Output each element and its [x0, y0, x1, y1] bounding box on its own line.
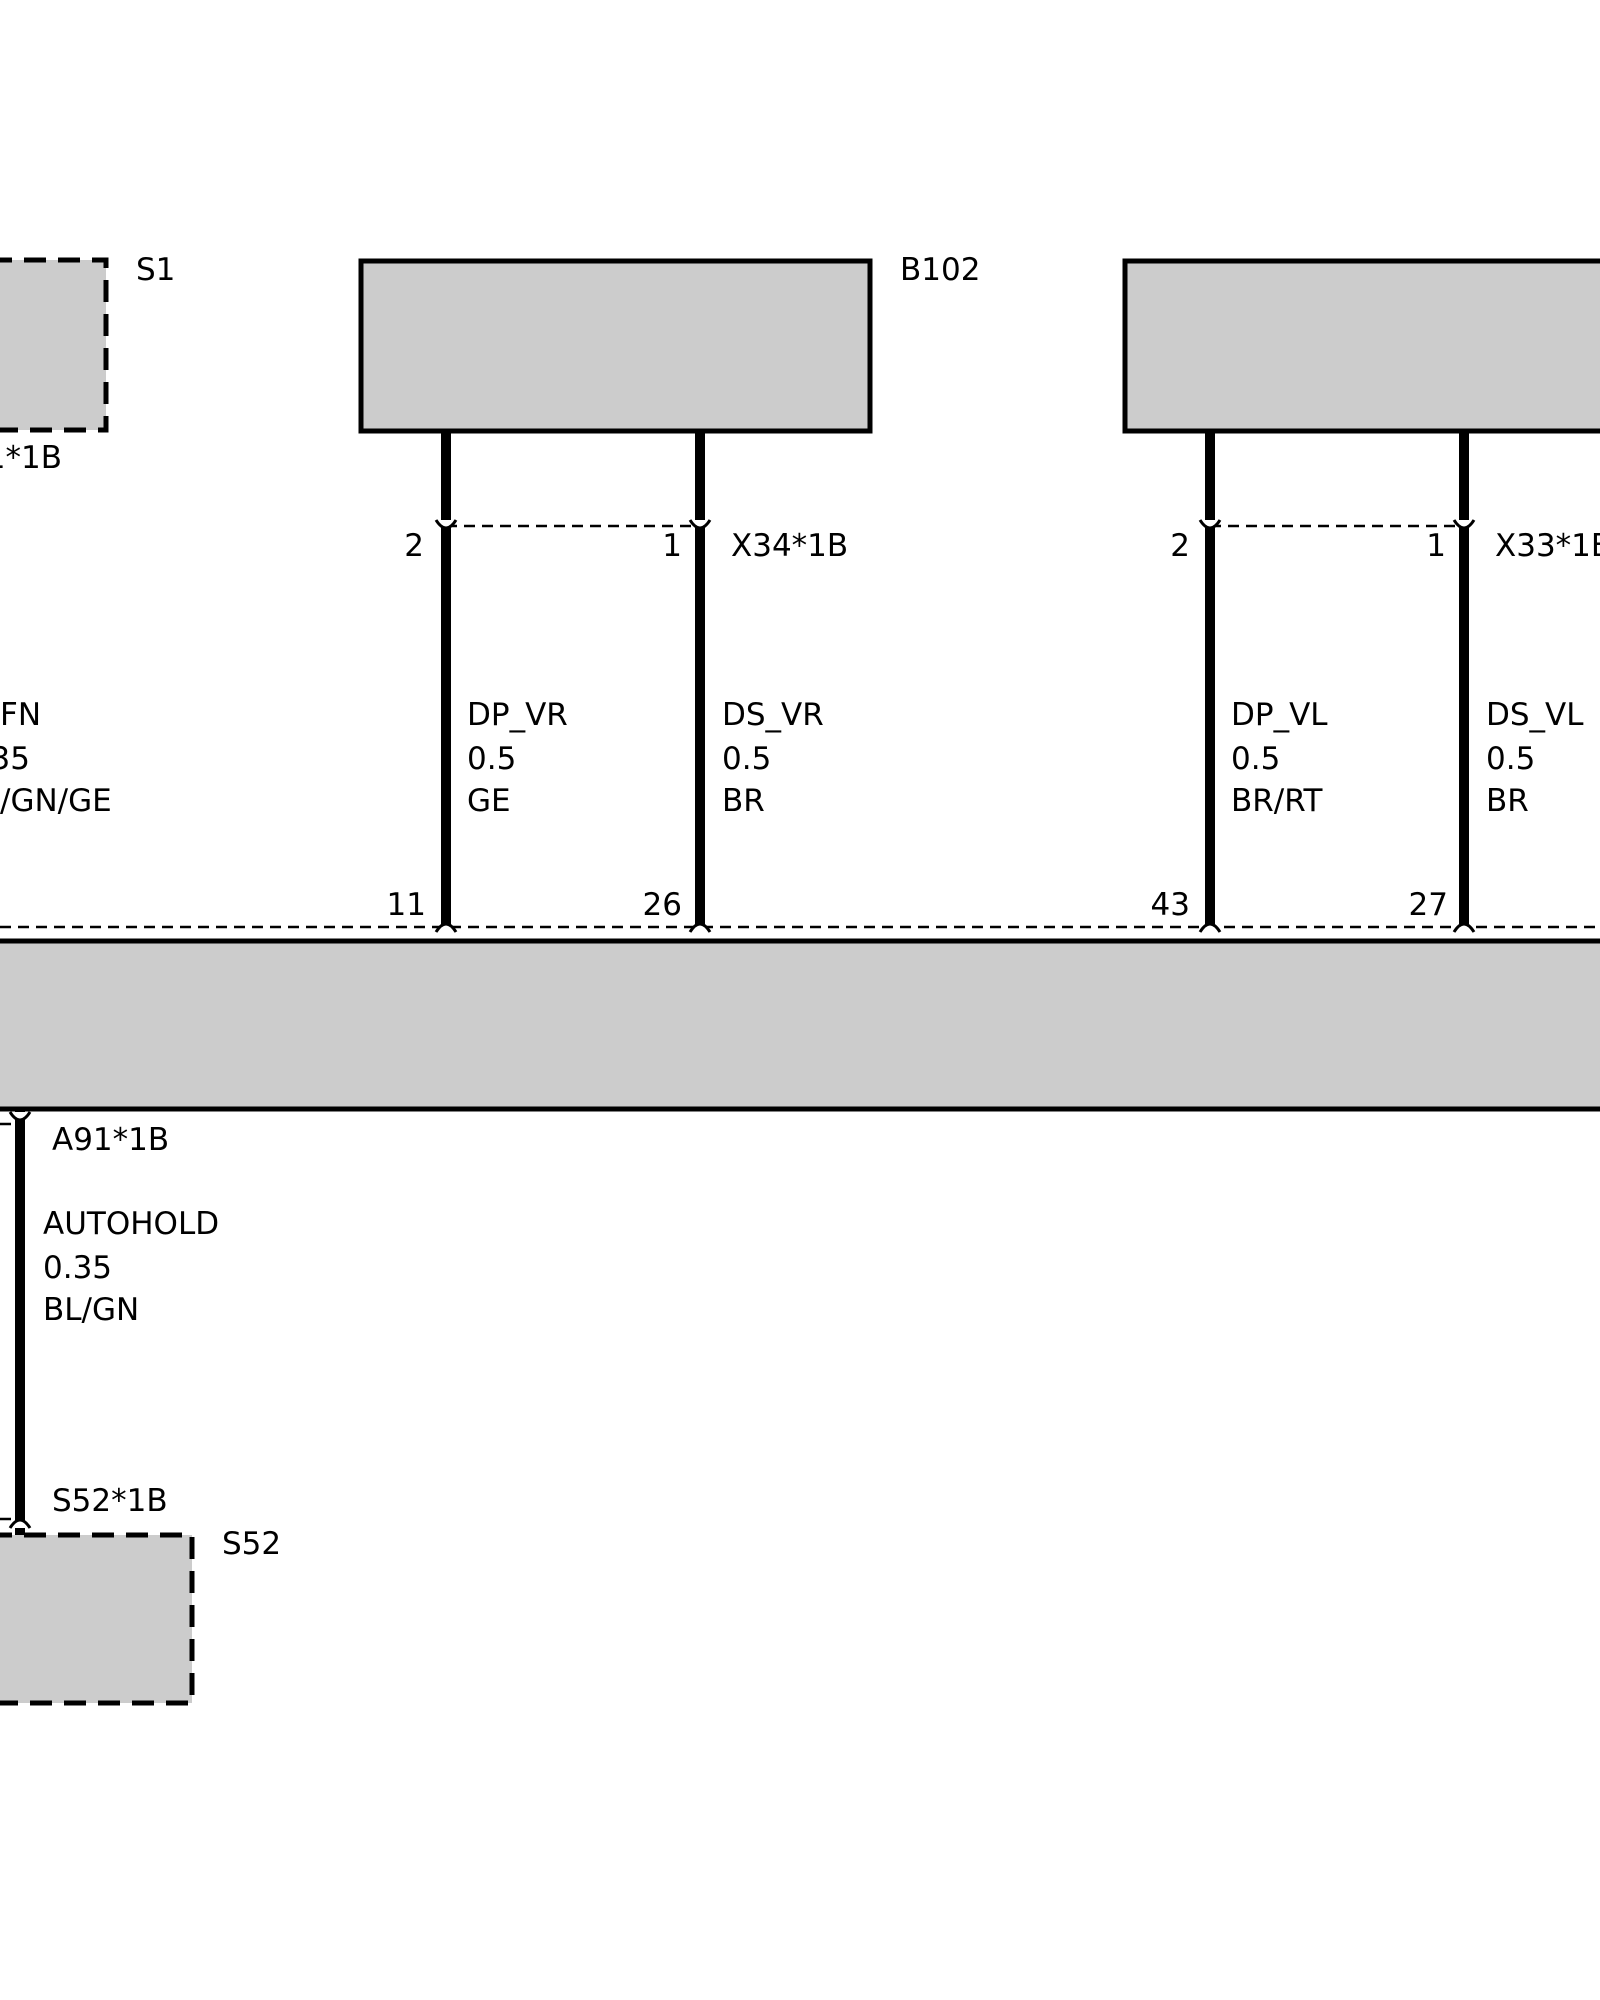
- wire-dp-vr-size: 0.5: [467, 741, 516, 777]
- wire-ds-vl-name: DS_VL: [1486, 697, 1584, 733]
- pin-marker: [434, 519, 458, 530]
- wire-autohold-size: 0.35: [43, 1250, 112, 1286]
- connector-x34-label: X34*1B: [731, 528, 848, 564]
- connector-s1-label: S1*1B: [0, 440, 62, 476]
- pin-number: 1: [1426, 528, 1446, 564]
- pin-marker: [688, 922, 712, 933]
- pin-marker: [434, 922, 458, 933]
- pin-number: 11: [387, 887, 426, 923]
- pin-marker: [688, 519, 712, 530]
- pin-marker: [1452, 519, 1476, 530]
- wire-dp-vr-color: GE: [467, 783, 511, 819]
- pin-marker: [1198, 519, 1222, 530]
- component-a91-box[interactable]: [0, 938, 1600, 1112]
- pin-marker: [8, 1111, 32, 1122]
- wire-ds-vl-color: BR: [1486, 783, 1529, 819]
- component-s1-box[interactable]: [0, 257, 109, 433]
- pin-number: 2: [1170, 528, 1190, 564]
- component-s1-label: S1: [136, 252, 175, 288]
- pin-number: 43: [1151, 887, 1190, 923]
- pin-marker: [1452, 922, 1476, 933]
- pin-number: 2: [404, 528, 424, 564]
- component-b102-label: B102: [900, 252, 980, 288]
- pin-number: 26: [643, 887, 682, 923]
- wire-ds-vr-name: DS_VR: [722, 697, 824, 733]
- pin-marker: [1198, 922, 1222, 933]
- pin-marker: [8, 1518, 32, 1529]
- wire-ds-vl-size: 0.5: [1486, 741, 1535, 777]
- wire-autohold-color: BL/GN: [43, 1292, 139, 1328]
- wire-left-color: /GN/GE: [0, 783, 112, 819]
- connector-s52-label: S52*1B: [52, 1483, 168, 1519]
- pin-number: 27: [1409, 887, 1448, 923]
- component-s52-label: S52: [222, 1526, 281, 1562]
- wire-autohold-name: AUTOHOLD: [43, 1206, 219, 1242]
- connector-x33-label: X33*1B: [1495, 528, 1600, 564]
- component-b101-box[interactable]: [1122, 258, 1600, 434]
- pin-number: 1: [662, 528, 682, 564]
- wire-ds-vr-color: BR: [722, 783, 765, 819]
- wire-left-name: FN: [0, 697, 41, 733]
- component-s52-box[interactable]: [0, 1532, 195, 1706]
- wire-left-size: 0.35: [0, 741, 30, 777]
- connector-a91-label: A91*1B: [52, 1122, 169, 1158]
- wire-dp-vl-size: 0.5: [1231, 741, 1280, 777]
- wire-dp-vl-color: BR/RT: [1231, 783, 1324, 819]
- wire-dp-vl-name: DP_VL: [1231, 697, 1328, 733]
- wire-dp-vr-name: DP_VR: [467, 697, 568, 733]
- wire-ds-vr-size: 0.5: [722, 741, 771, 777]
- component-b102-box[interactable]: [358, 258, 873, 434]
